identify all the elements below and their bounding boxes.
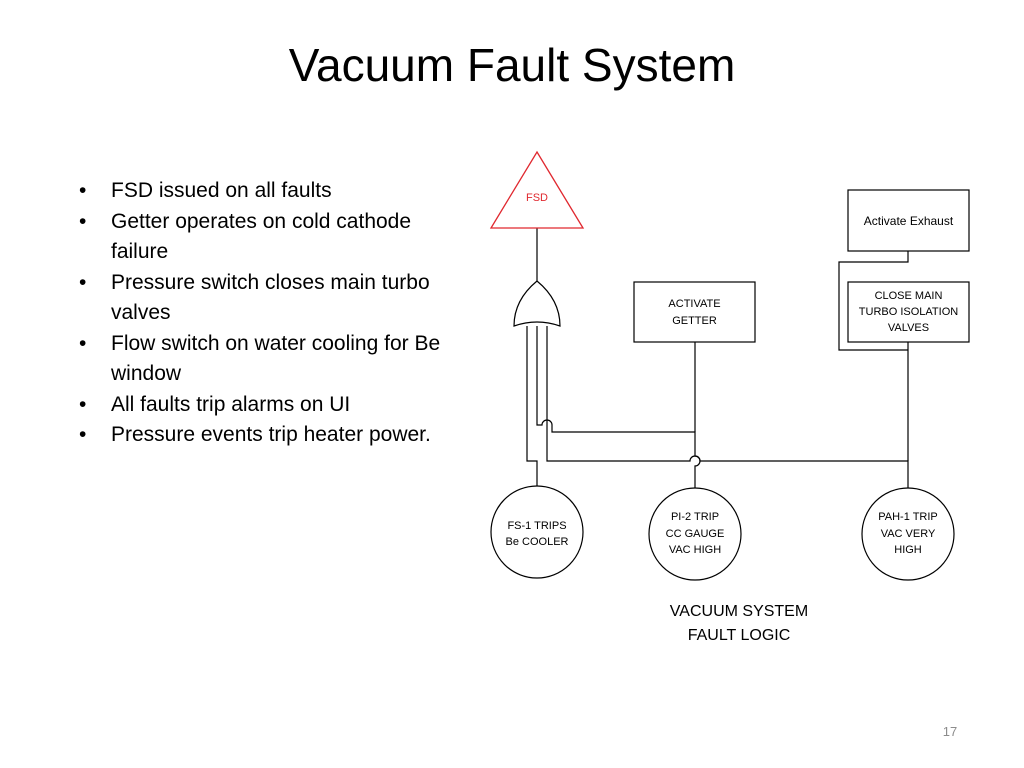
bullet-marker: • — [79, 270, 87, 294]
bullet-marker: • — [79, 179, 87, 202]
activate-exhaust-label: Activate Exhaust — [864, 214, 954, 228]
bullet-text: Pressure events trip heater power. — [111, 423, 431, 446]
bullet-item: • Flow switch on water cooling for Be win… — [74, 329, 464, 390]
fs1-label-line1: FS-1 TRIPS — [507, 520, 566, 532]
activate-getter-box: ACTIVATE GETTER — [633, 281, 756, 343]
pah1-wire — [546, 326, 909, 488]
or-gate-symbol — [513, 280, 561, 327]
fs1-sensor-node: FS-1 TRIPS Be COOLER — [490, 485, 584, 579]
activate-exhaust-rect — [847, 189, 970, 252]
bullet-text: Flow switch on water cooling for Be wind… — [111, 331, 441, 386]
close-valves-box: CLOSE MAIN TURBO ISOLATION VALVES — [847, 281, 970, 343]
bullet-marker: • — [79, 392, 87, 416]
close-valves-label-line3: VALVES — [888, 322, 929, 334]
bullet-item: • Pressure switch closes main turbo valve… — [74, 268, 464, 329]
close-valves-label-line1: CLOSE MAIN — [875, 290, 943, 302]
pah1-label-line1: PAH-1 TRIP — [878, 511, 938, 523]
page-number: 17 — [942, 724, 958, 739]
pah1-label-line2: VAC VERY — [881, 528, 936, 540]
bullet-item: • Pressure events trip heater power. — [74, 420, 464, 451]
pi2-sensor-node: PI-2 TRIP CC GAUGE VAC HIGH — [648, 487, 742, 581]
close-valves-label-line2: TURBO ISOLATION — [859, 306, 958, 318]
bullet-text: Pressure switch closes main turbo valves — [111, 270, 430, 325]
fsd-label: FSD — [526, 192, 548, 204]
bullet-marker: • — [79, 209, 87, 233]
pi2-label-line1: PI-2 TRIP — [671, 511, 719, 523]
bullet-item: • Getter operates on cold cathode failure — [74, 207, 464, 268]
bullet-text: Getter operates on cold cathode failure — [111, 209, 412, 264]
close-valves-rect — [847, 281, 970, 343]
activate-getter-rect — [633, 281, 756, 343]
fsd-triangle — [489, 150, 585, 229]
bullet-text: All faults trip alarms on UI — [111, 392, 351, 416]
bullet-item: • All faults trip alarms on UI — [74, 390, 464, 421]
bullet-item: • FSD issued on all faults — [74, 176, 464, 207]
bullet-text: FSD issued on all faults — [111, 179, 332, 202]
pah1-label-line3: HIGH — [894, 544, 922, 556]
activate-getter-label-line1: ACTIVATE — [668, 298, 720, 310]
diagram-caption-line2: FAULT LOGIC — [688, 627, 791, 644]
pi2-label-line3: VAC HIGH — [669, 544, 721, 556]
exhaust-trigger-line — [838, 251, 909, 351]
pah1-circle — [861, 487, 955, 581]
fs1-wire — [526, 326, 538, 486]
bullet-marker: • — [79, 423, 87, 446]
pi2-wire — [536, 326, 701, 488]
slide-title: Vacuum Fault System — [288, 39, 736, 91]
activate-exhaust-box: Activate Exhaust — [847, 189, 970, 252]
fsd-node: FSD — [489, 150, 585, 229]
diagram-caption-line1: VACUUM SYSTEM — [670, 603, 808, 620]
pah1-sensor-node: PAH-1 TRIP VAC VERY HIGH — [861, 487, 955, 581]
bullet-marker: • — [79, 331, 87, 355]
activate-getter-label-line2: GETTER — [672, 315, 717, 327]
pi2-label-line2: CC GAUGE — [666, 528, 725, 540]
bullet-list: • FSD issued on all faults • Getter operat… — [74, 176, 464, 451]
pi2-circle — [648, 487, 742, 581]
fs1-label-line2: Be COOLER — [506, 536, 569, 548]
fs1-circle — [490, 485, 584, 579]
